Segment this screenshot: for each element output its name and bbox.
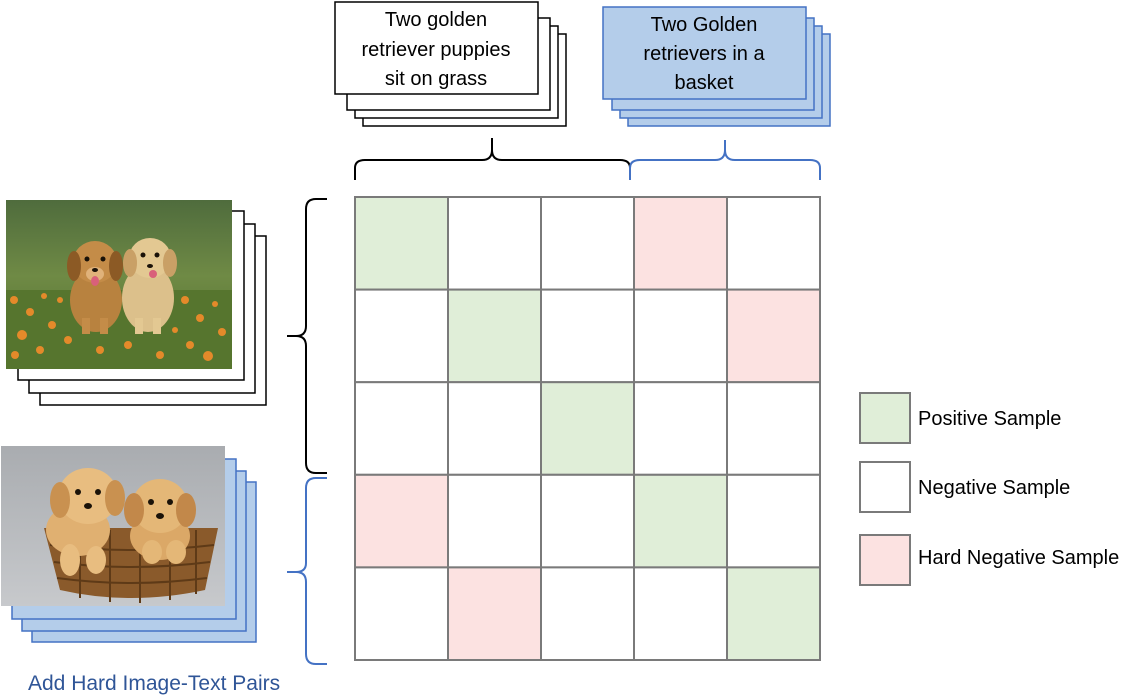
legend-swatch-positive xyxy=(859,392,911,444)
matrix-cell-positive-r5-c5 xyxy=(726,566,821,662)
similarity-matrix xyxy=(354,196,821,662)
matrix-cell-positive-r3-c3 xyxy=(540,381,635,476)
matrix-cell-negative-r4-c5 xyxy=(726,473,821,569)
matrix-cell-negative-r5-c3 xyxy=(540,566,635,662)
hard-image-stack xyxy=(1,446,257,643)
matrix-cell-negative-r2-c3 xyxy=(540,288,635,384)
normal-caption-stack: Two golden retriever puppies sit on gras… xyxy=(334,1,567,127)
matrix-cell-negative-r5-c1 xyxy=(354,566,449,662)
matrix-cell-positive-r1-c1 xyxy=(354,196,449,291)
left-brace-hard xyxy=(287,477,327,665)
matrix-cell-hard-r4-c1 xyxy=(354,473,449,569)
top-brace-hard xyxy=(629,140,821,180)
matrix-cell-negative-r3-c4 xyxy=(633,381,728,476)
matrix-cell-positive-r2-c2 xyxy=(447,288,542,384)
legend-label-negative: Negative Sample xyxy=(918,477,1070,499)
normal-caption-line-1: Two golden xyxy=(385,9,487,31)
footer-label: Add Hard Image-Text Pairs xyxy=(28,672,280,695)
matrix-cell-hard-r2-c5 xyxy=(726,288,821,384)
matrix-cell-negative-r3-c2 xyxy=(447,381,542,476)
top-brace-normal xyxy=(354,138,631,180)
puppies-in-basket-photo xyxy=(1,446,225,606)
hard-caption-stack: Two Golden retrievers in a basket xyxy=(602,6,831,127)
left-brace-normal xyxy=(287,198,327,474)
puppy-icon xyxy=(122,238,177,334)
caption-card xyxy=(334,1,539,95)
puppy-icon xyxy=(67,241,123,334)
matrix-cell-negative-r3-c5 xyxy=(726,381,821,476)
matrix-cell-negative-r1-c2 xyxy=(447,196,542,291)
matrix-cell-negative-r3-c1 xyxy=(354,381,449,476)
puppy-icon xyxy=(46,468,125,576)
legend-label-positive: Positive Sample xyxy=(918,408,1061,430)
normal-caption-line-3: sit on grass xyxy=(385,68,487,90)
puppies-on-grass-photo xyxy=(6,200,232,369)
matrix-cell-negative-r1-c5 xyxy=(726,196,821,291)
matrix-cell-negative-r1-c3 xyxy=(540,196,635,291)
legend-swatch-hard xyxy=(859,534,911,586)
matrix-cell-negative-r4-c2 xyxy=(447,473,542,569)
matrix-cell-negative-r2-c4 xyxy=(633,288,728,384)
hard-caption-card xyxy=(602,6,807,100)
normal-image-stack xyxy=(6,200,267,406)
matrix-cell-negative-r2-c1 xyxy=(354,288,449,384)
normal-caption-line-2: retriever puppies xyxy=(362,39,511,61)
hard-caption-line-2: retrievers in a xyxy=(643,43,765,65)
legend-label-hard: Hard Negative Sample xyxy=(918,547,1119,569)
legend: Positive Sample Negative Sample Hard Neg… xyxy=(859,392,1119,586)
matrix-cell-hard-r5-c2 xyxy=(447,566,542,662)
matrix-cell-negative-r4-c3 xyxy=(540,473,635,569)
legend-swatch-negative xyxy=(859,461,911,513)
matrix-cell-positive-r4-c4 xyxy=(633,473,728,569)
hard-caption-line-3: basket xyxy=(675,72,734,94)
matrix-cell-hard-r1-c4 xyxy=(633,196,728,291)
hard-caption-line-1: Two Golden xyxy=(651,14,758,36)
puppy-icon xyxy=(124,479,196,564)
matrix-cell-negative-r5-c4 xyxy=(633,566,728,662)
